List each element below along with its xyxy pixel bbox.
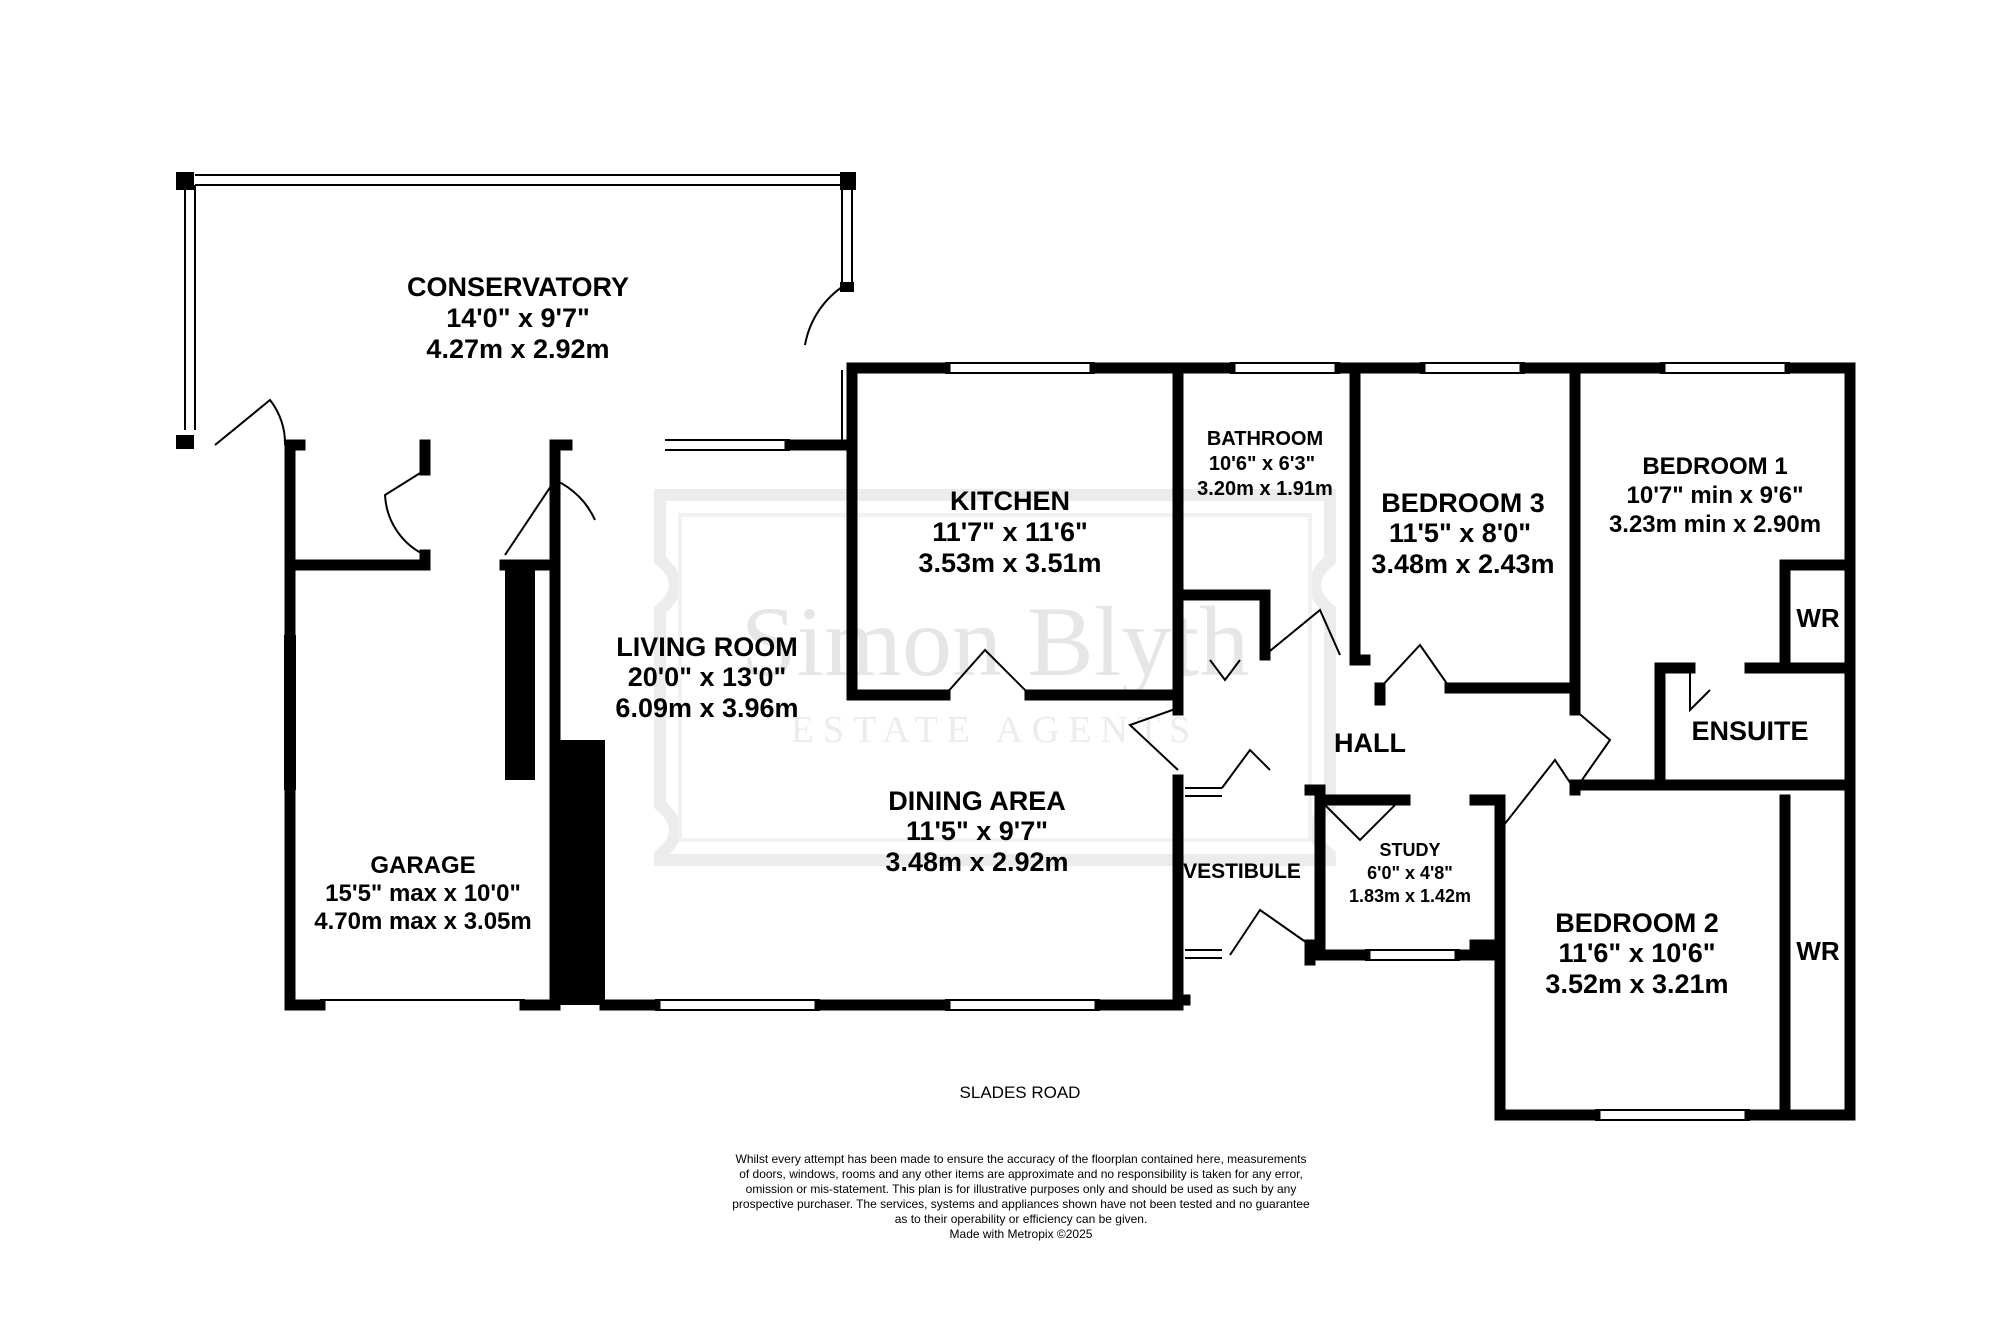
watermark-name: Simon Blyth <box>741 586 1249 697</box>
disclaimer-line: as to their operability or efficiency ca… <box>895 1212 1148 1226</box>
kitchen-imperial: 11'7" x 11'6" <box>932 517 1088 547</box>
bedroom2-imperial: 11'6" x 10'6" <box>1558 938 1715 968</box>
room-label-conservatory: CONSERVATORY 14'0" x 9'7" 4.27m x 2.92m <box>407 272 629 364</box>
room-label-dining-area: DINING AREA 11'5" x 9'7" 3.48m x 2.92m <box>885 786 1068 877</box>
vestibule-label: VESTIBULE <box>1183 860 1301 883</box>
conservatory-glazing <box>184 174 853 445</box>
bedroom1-imperial: 10'7" min x 9'6" <box>1627 482 1804 509</box>
watermark-tagline: ESTATE AGENTS <box>791 709 1199 751</box>
disclaimer-line: of doors, windows, rooms and any other i… <box>739 1167 1303 1181</box>
living-room-name: LIVING ROOM <box>616 632 798 662</box>
bathroom-imperial: 10'6" x 6'3" <box>1209 453 1315 475</box>
disclaimer-line: omission or mis-statement. This plan is … <box>746 1182 1297 1196</box>
hall-label: HALL <box>1334 728 1406 758</box>
study-imperial: 6'0" x 4'8" <box>1367 863 1453 883</box>
room-label-living-room: LIVING ROOM 20'0" x 13'0" 6.09m x 3.96m <box>615 632 798 723</box>
bedroom2-metric: 3.52m x 3.21m <box>1545 969 1728 999</box>
kitchen-metric: 3.53m x 3.51m <box>918 548 1101 578</box>
disclaimer-line: prospective purchaser. The services, sys… <box>732 1197 1310 1211</box>
bedroom3-metric: 3.48m x 2.43m <box>1371 549 1554 579</box>
conservatory-name: CONSERVATORY <box>407 272 629 302</box>
watermark: Simon Blyth ESTATE AGENTS <box>654 489 1336 866</box>
doors <box>214 284 1711 956</box>
bedroom1-name: BEDROOM 1 <box>1642 453 1787 480</box>
dining-area-metric: 3.48m x 2.92m <box>885 847 1068 877</box>
study-metric: 1.83m x 1.42m <box>1349 886 1471 906</box>
room-label-bedroom3: BEDROOM 3 11'5" x 8'0" 3.48m x 2.43m <box>1371 488 1554 579</box>
walls <box>284 362 1856 1121</box>
disclaimer-line: Whilst every attempt has been made to en… <box>736 1152 1307 1166</box>
room-label-bedroom2: BEDROOM 2 11'6" x 10'6" 3.52m x 3.21m <box>1545 908 1728 999</box>
bathroom-metric: 3.20m x 1.91m <box>1197 478 1333 500</box>
bedroom1-metric: 3.23m min x 2.90m <box>1609 511 1821 538</box>
room-label-study: STUDY 6'0" x 4'8" 1.83m x 1.42m <box>1349 840 1471 906</box>
garage-metric: 4.70m max x 3.05m <box>314 908 532 935</box>
dining-area-imperial: 11'5" x 9'7" <box>906 816 1048 846</box>
windows <box>284 362 1790 1121</box>
road-label: SLADES ROAD <box>960 1083 1081 1102</box>
wr-upper-label: WR <box>1796 603 1840 633</box>
metropix-credit: Made with Metropix ©2025 <box>950 1227 1093 1241</box>
bedroom3-name: BEDROOM 3 <box>1381 488 1545 518</box>
room-label-kitchen: KITCHEN 11'7" x 11'6" 3.53m x 3.51m <box>918 486 1101 578</box>
conservatory-imperial: 14'0" x 9'7" <box>446 303 590 333</box>
living-room-metric: 6.09m x 3.96m <box>615 693 798 723</box>
bedroom2-name: BEDROOM 2 <box>1555 908 1719 938</box>
conservatory-metric: 4.27m x 2.92m <box>426 334 609 364</box>
bedroom3-imperial: 11'5" x 8'0" <box>1389 518 1531 548</box>
room-label-bathroom: BATHROOM 10'6" x 6'3" 3.20m x 1.91m <box>1197 428 1333 500</box>
bathroom-name: BATHROOM <box>1207 428 1323 450</box>
disclaimer: Whilst every attempt has been made to en… <box>732 1152 1310 1241</box>
study-name: STUDY <box>1379 840 1440 860</box>
chimney-blocks <box>505 565 605 1005</box>
living-room-imperial: 20'0" x 13'0" <box>628 662 787 692</box>
room-label-bedroom1: BEDROOM 1 10'7" min x 9'6" 3.23m min x 2… <box>1609 453 1821 538</box>
dining-area-name: DINING AREA <box>888 786 1066 816</box>
garage-imperial: 15'5" max x 10'0" <box>325 880 521 907</box>
ensuite-label: ENSUITE <box>1691 716 1808 746</box>
wr-lower-label: WR <box>1796 936 1840 966</box>
conservatory-corners <box>176 172 856 449</box>
room-label-garage: GARAGE 15'5" max x 10'0" 4.70m max x 3.0… <box>314 852 532 935</box>
kitchen-name: KITCHEN <box>950 486 1070 516</box>
garage-name: GARAGE <box>370 852 475 879</box>
